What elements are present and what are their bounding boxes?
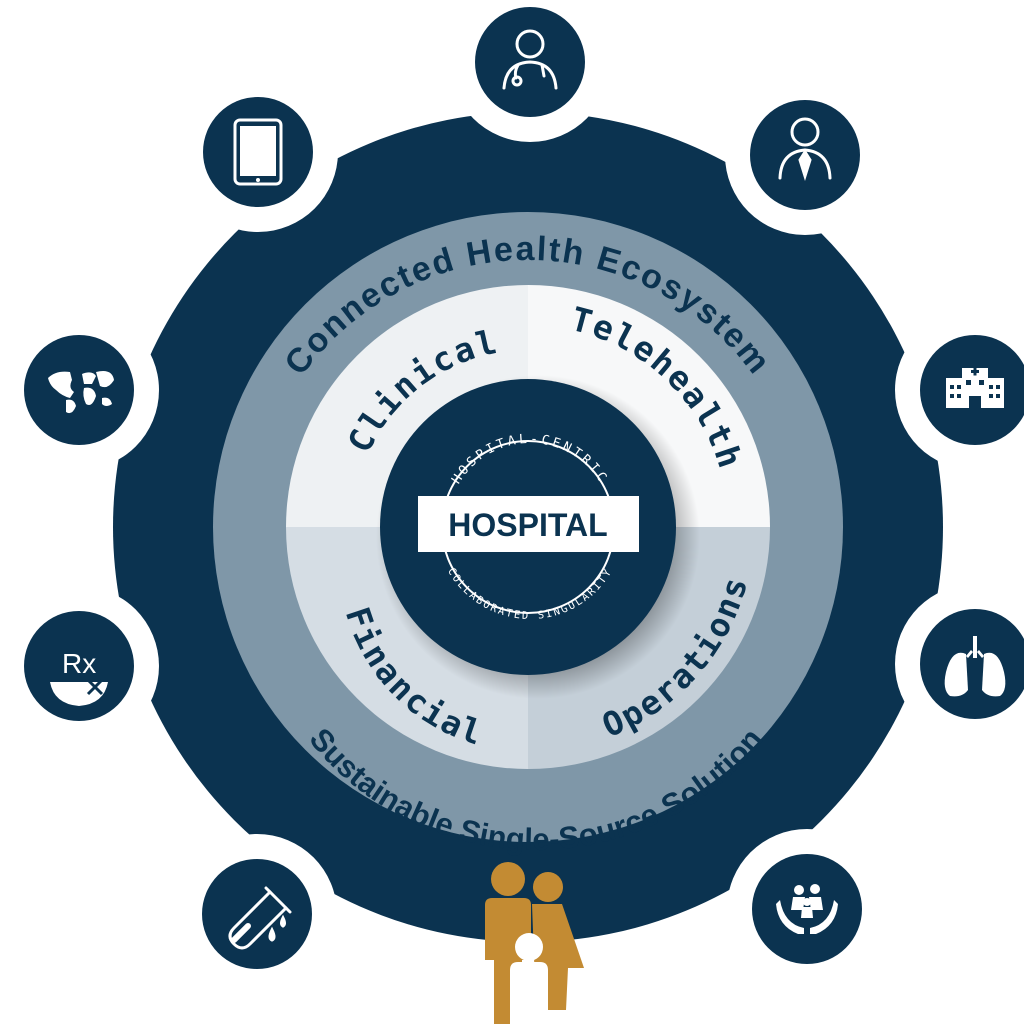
hospital-label-box <box>418 496 639 552</box>
tablet-icon <box>233 118 283 186</box>
doctor-icon <box>502 29 558 90</box>
family-care-hands-icon <box>776 884 838 934</box>
hospital-label: HOSPITAL <box>448 507 607 543</box>
prescription-icon: Rx <box>50 648 108 706</box>
businessman-icon <box>778 117 832 182</box>
lungs-icon <box>944 636 1006 697</box>
svg-text:Rx: Rx <box>62 648 96 679</box>
family-icon <box>485 862 584 1024</box>
world-map-icon <box>48 371 114 414</box>
hospital-building-icon <box>946 367 1004 408</box>
test-tube-icon <box>228 886 292 950</box>
